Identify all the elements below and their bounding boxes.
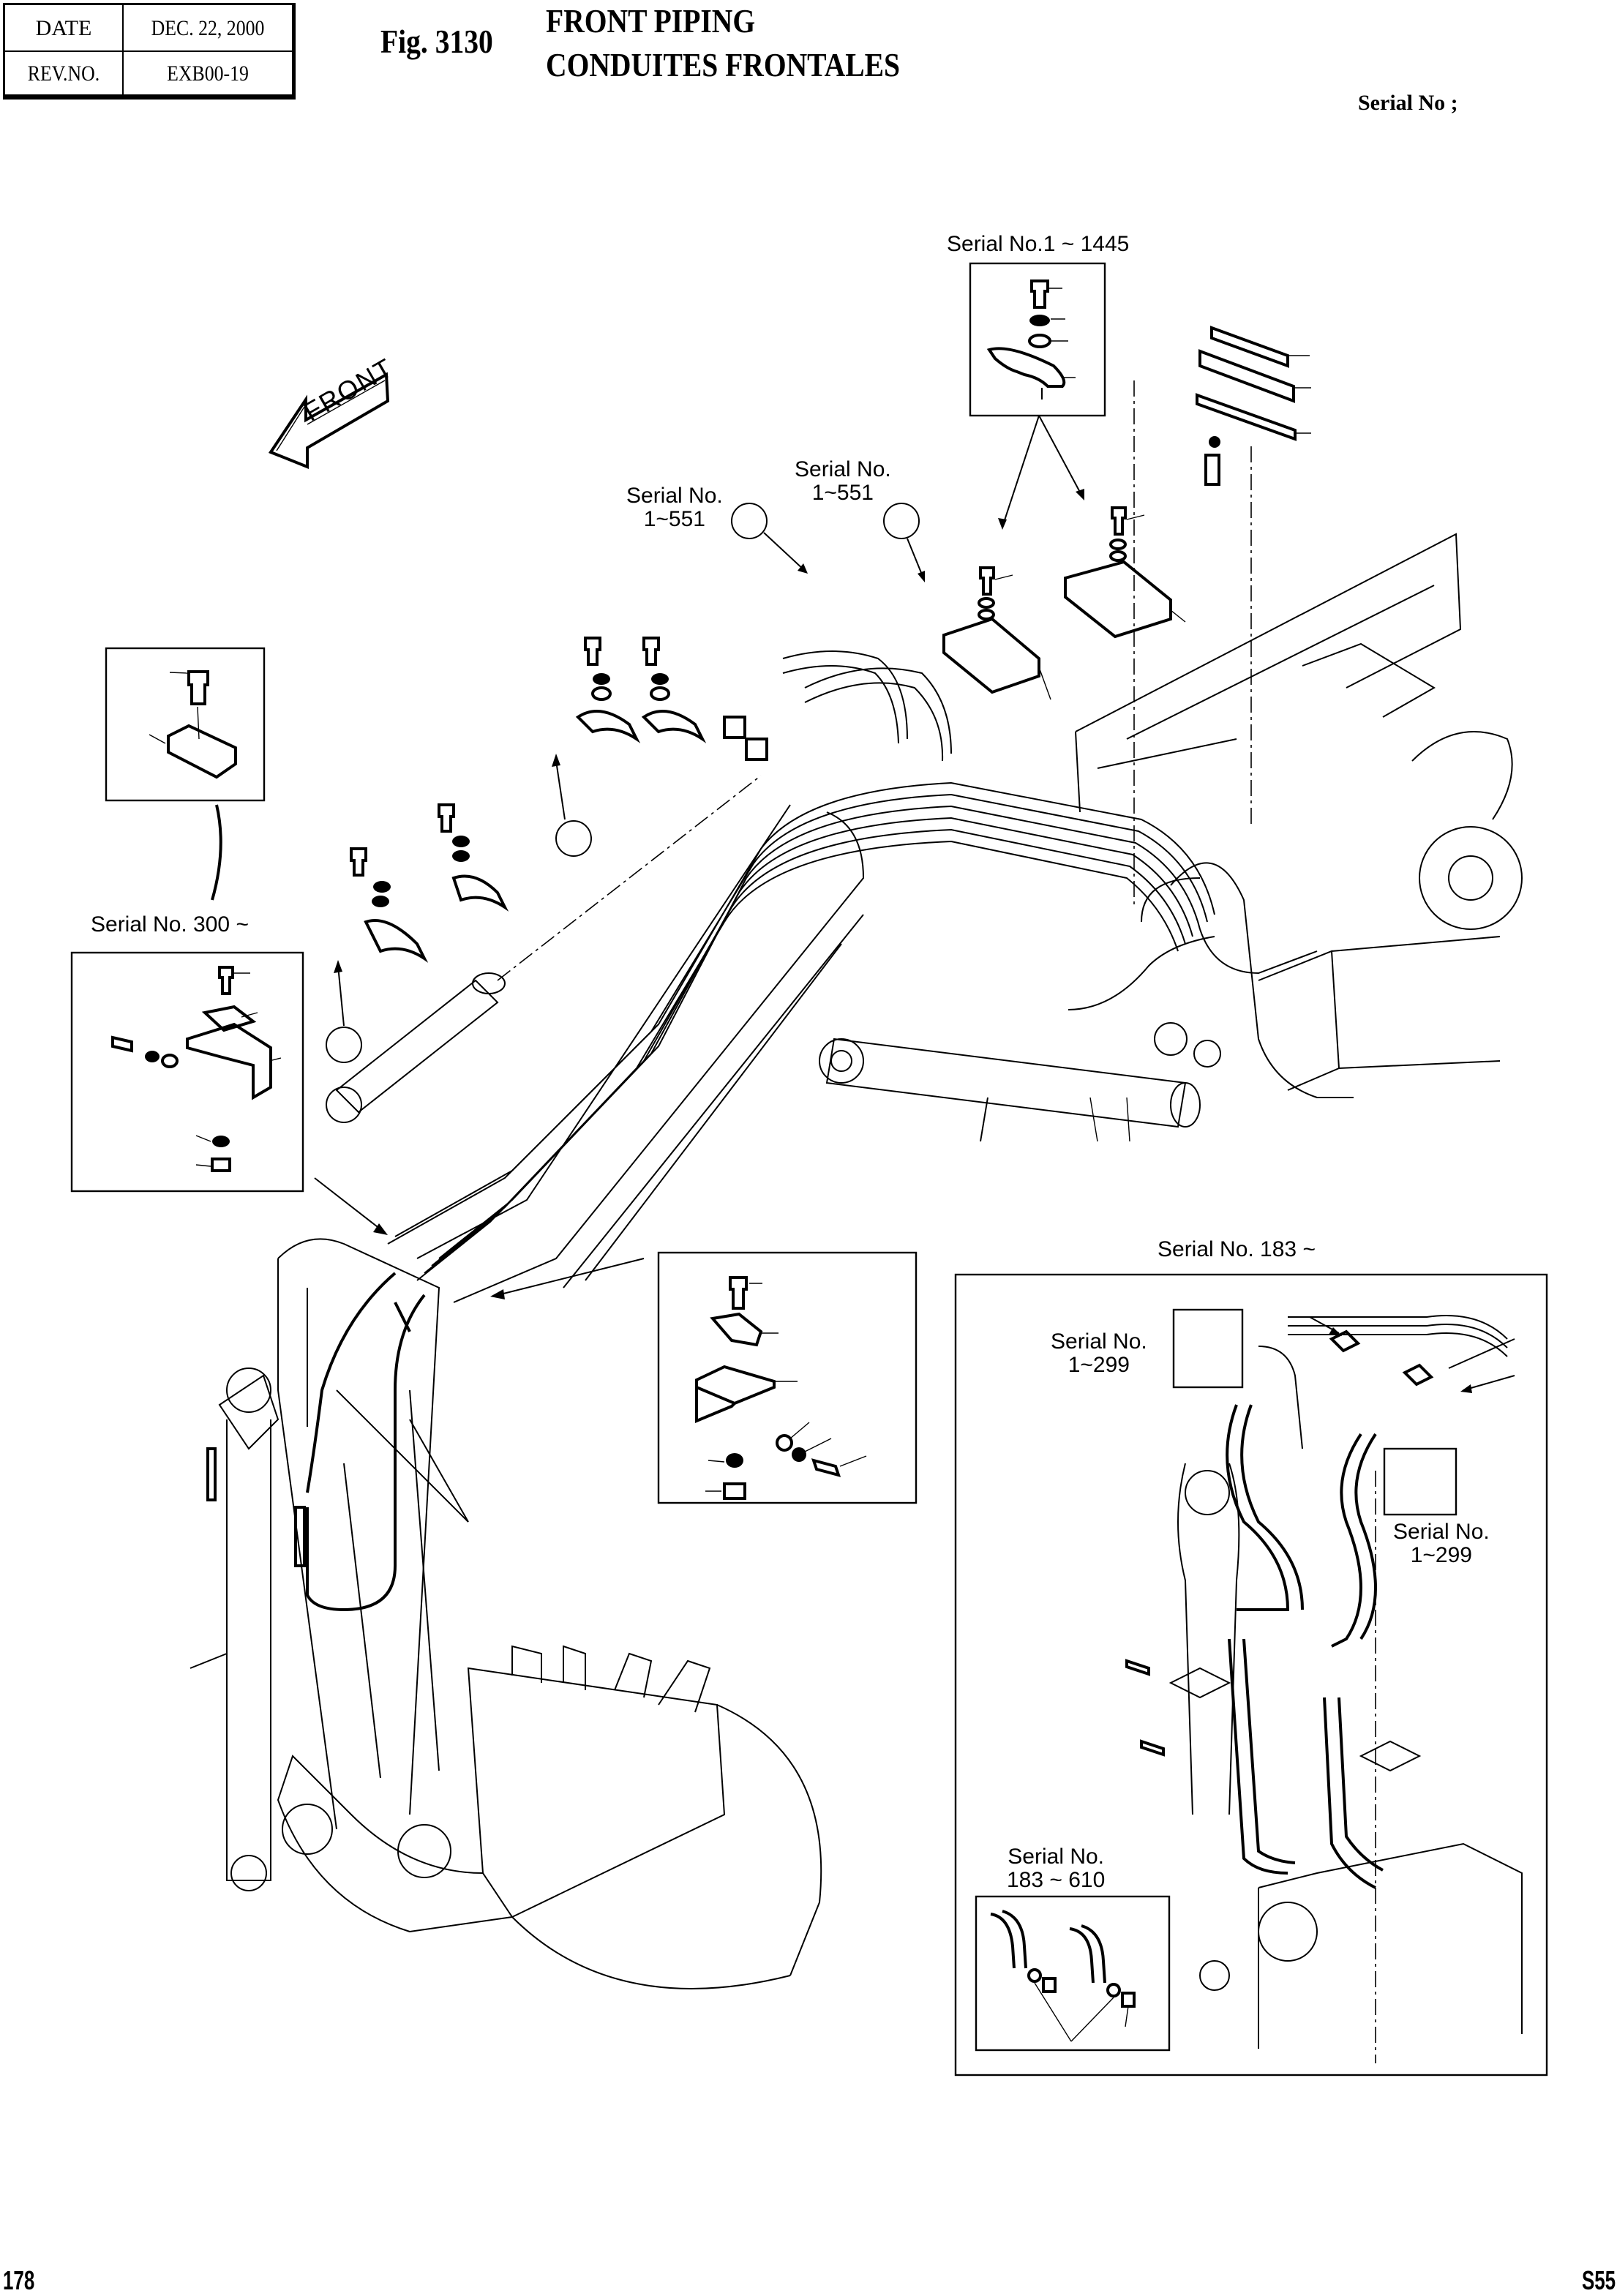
bracket-inset-center	[657, 1251, 918, 1504]
clamp-block-b	[942, 566, 1051, 700]
upper-frame	[1075, 380, 1523, 1098]
date-label: DATE	[35, 16, 92, 40]
serial-callout-hose-left: Serial No. 1~551	[626, 484, 723, 531]
serial-callout-left-bracket: Serial No. 300 ~	[91, 913, 249, 937]
figure-number: Fig. 3130	[380, 23, 493, 60]
clamp-block-inset	[105, 647, 266, 901]
serial-callout-text: Serial No. 300 ~	[91, 912, 249, 937]
serial-callout-arm-detail: Serial No. 183 ~	[1158, 1238, 1316, 1261]
serial-callout-line2: 183 ~ 610	[1007, 1868, 1106, 1892]
serial-callout-arm-right: Serial No. 1~299	[1393, 1520, 1490, 1567]
page-title-english: FRONT PIPING	[546, 2, 756, 40]
serial-callout-line1: Serial No.	[795, 457, 891, 481]
model-code: S55	[1581, 2265, 1616, 2295]
clamp-block-a	[1064, 506, 1186, 639]
arm-and-bucket	[218, 1238, 822, 1989]
serial-callout-text: Serial No.1 ~ 1445	[947, 232, 1130, 256]
page-title-french: CONDUITES FRONTALES	[546, 46, 900, 83]
serial-callout-line2: 1~551	[811, 481, 874, 505]
serial-callout-hose-right: Serial No. 1~551	[795, 458, 891, 505]
hose-bundle	[387, 650, 1318, 1281]
revision-info-table: DATE DEC. 22, 2000 REV.NO. EXB00-19	[3, 3, 296, 100]
serial-callout-line2: 1~299	[1410, 1543, 1472, 1567]
fitting-inset-serial-183-610	[975, 1895, 1171, 2052]
serial-callout-line1: Serial No.	[1008, 1845, 1104, 1869]
arm-cylinder	[326, 775, 762, 1123]
clamp-group-upper	[326, 503, 925, 1063]
clamp-inset-serial-1-1445	[969, 262, 1106, 417]
rev-label: REV.NO.	[27, 61, 100, 86]
serial-callout-text: Serial No. 183 ~	[1158, 1237, 1316, 1261]
bracket-inset-serial-300	[70, 951, 304, 1193]
serial-callout-line1: Serial No.	[1051, 1329, 1147, 1354]
serial-callout-top-clamp: Serial No.1 ~ 1445	[947, 233, 1129, 256]
clamp-plates-top-right	[1196, 326, 1311, 827]
front-arrow-icon	[268, 372, 390, 469]
page-number: 178	[3, 2265, 35, 2295]
rev-value: EXB00-19	[167, 61, 249, 86]
serial-callout-arm-upper: Serial No. 1~299	[1051, 1330, 1147, 1377]
serial-callout-line2: 1~299	[1068, 1353, 1130, 1377]
boom-cylinder	[819, 1038, 1201, 1142]
serial-callout-line2: 1~551	[643, 507, 705, 531]
serial-callout-fitting: Serial No. 183 ~ 610	[1007, 1845, 1105, 1892]
date-value: DEC. 22, 2000	[151, 16, 265, 40]
arm-hoses	[190, 1272, 469, 1669]
serial-callout-line1: Serial No.	[626, 484, 723, 508]
serial-number-header: Serial No ;	[1358, 91, 1458, 115]
serial-callout-line1: Serial No.	[1393, 1520, 1490, 1544]
boom	[416, 804, 865, 1303]
